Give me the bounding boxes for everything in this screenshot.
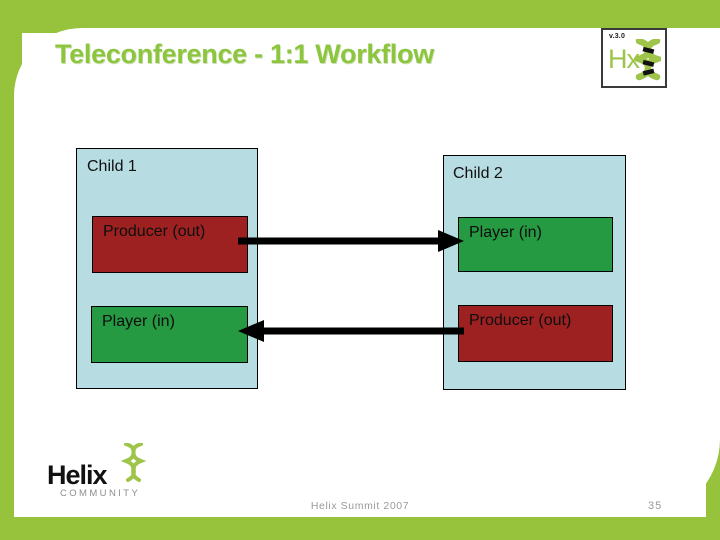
frame-top-band bbox=[0, 0, 720, 33]
hx-brand-logo: v.3.0 Hx bbox=[601, 28, 667, 88]
child1-player-in-node[interactable]: Player (in) bbox=[91, 306, 248, 363]
footer-page-number: 35 bbox=[648, 500, 663, 512]
page-title: Teleconference - 1:1 Workflow bbox=[55, 39, 434, 69]
frame-bottom-band bbox=[0, 517, 720, 540]
child1-label: Child 1 bbox=[87, 158, 137, 175]
helix-strand-icon bbox=[121, 443, 146, 482]
helix-community-subtitle: COMMUNITY bbox=[60, 488, 141, 499]
child2-producer-out-node[interactable]: Producer (out) bbox=[458, 305, 613, 362]
child2-player-in-node[interactable]: Player (in) bbox=[458, 217, 613, 272]
child2-label: Child 2 bbox=[453, 165, 503, 182]
footer-event-text: Helix Summit 2007 bbox=[310, 500, 410, 512]
child1-producer-out-node[interactable]: Producer (out) bbox=[92, 216, 248, 273]
helix-community-logo: Helix COMMUNITY bbox=[47, 443, 169, 505]
helix-wordmark: Helix bbox=[47, 460, 108, 490]
hx-version-label: v.3.0 bbox=[609, 33, 626, 40]
dna-helix-icon bbox=[635, 39, 661, 81]
